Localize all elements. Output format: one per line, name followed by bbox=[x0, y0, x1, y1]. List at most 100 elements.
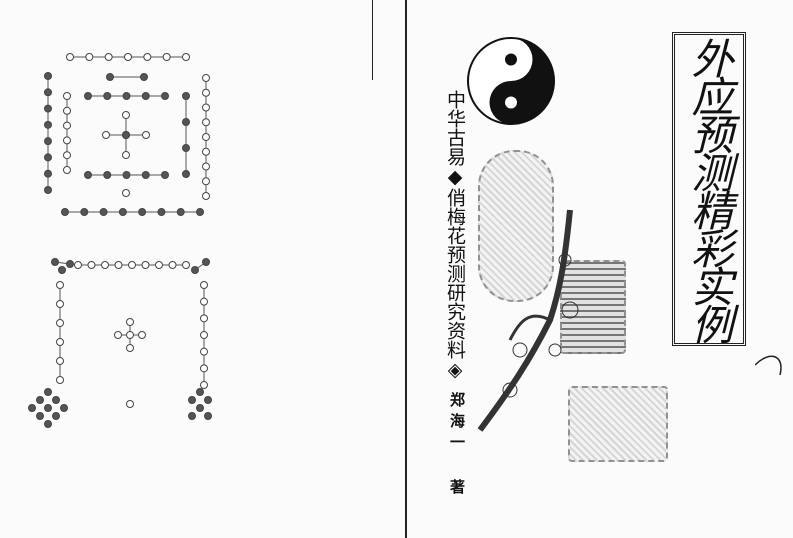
diagram-dot bbox=[122, 131, 130, 139]
diagram-dot bbox=[44, 186, 52, 194]
diagram-dot bbox=[188, 396, 196, 404]
diagram-dot bbox=[142, 131, 150, 139]
diagram-dot bbox=[63, 121, 71, 130]
diagram-dot bbox=[63, 106, 71, 115]
diagram-dot bbox=[44, 404, 52, 412]
diagram-dot bbox=[138, 331, 146, 339]
diagram-dot bbox=[63, 151, 71, 160]
diagram-dot bbox=[182, 53, 190, 61]
diagram-dot bbox=[122, 92, 131, 100]
diagram-dot bbox=[126, 344, 134, 352]
diagram-dot bbox=[58, 266, 66, 274]
diagram-dot bbox=[126, 318, 134, 326]
diagram-dot bbox=[61, 208, 69, 216]
diagram-dot bbox=[36, 412, 44, 420]
diagram-dot bbox=[200, 281, 208, 289]
diagram-dot bbox=[63, 166, 71, 174]
diagram-dot bbox=[200, 314, 208, 323]
diagram-dot bbox=[143, 53, 152, 61]
diagram-dot bbox=[52, 412, 60, 420]
diagram-dot bbox=[176, 208, 185, 216]
diagram-dot bbox=[182, 92, 190, 100]
diagram-dot bbox=[202, 162, 210, 171]
diagram-dot bbox=[103, 92, 112, 100]
diagram-dot bbox=[168, 261, 177, 269]
seal-stamp bbox=[560, 260, 626, 354]
diagram-dot bbox=[44, 104, 52, 113]
diagram-dot bbox=[44, 137, 52, 146]
diagram-dot bbox=[202, 177, 210, 186]
diagram-dot bbox=[182, 144, 190, 152]
diagram-dot bbox=[126, 331, 134, 339]
diagram-dot bbox=[141, 92, 150, 100]
diagram-dot bbox=[202, 258, 210, 266]
diagram-dot bbox=[101, 261, 109, 269]
diagram-dot bbox=[56, 300, 64, 308]
diagram-dot bbox=[161, 92, 169, 100]
diagram-dot bbox=[56, 319, 64, 327]
diagram-dot bbox=[84, 171, 92, 179]
seal-stamp bbox=[478, 150, 554, 302]
diagram-dot bbox=[204, 396, 212, 404]
diagram-dot bbox=[188, 412, 196, 420]
diagram-dot bbox=[52, 396, 60, 404]
diagram-dot bbox=[66, 260, 74, 268]
diagram-dot bbox=[56, 281, 64, 289]
luoshu-diagram bbox=[28, 258, 212, 428]
diagram-dot bbox=[122, 111, 130, 119]
page-curl bbox=[755, 355, 782, 376]
seal-stamp bbox=[568, 386, 668, 462]
diagram-dot bbox=[196, 208, 204, 216]
diagram-dot bbox=[182, 261, 190, 269]
diagram-dot bbox=[191, 266, 199, 274]
diagram-dot bbox=[200, 364, 208, 373]
diagram-dot bbox=[204, 412, 212, 420]
diagram-dot bbox=[102, 131, 110, 139]
diagram-dot bbox=[104, 53, 113, 61]
diagram-dot bbox=[200, 297, 208, 306]
diagram-dot bbox=[124, 53, 132, 61]
diagram-dot bbox=[56, 338, 64, 346]
diagram-dot bbox=[202, 192, 210, 200]
diagram-dot bbox=[44, 153, 52, 162]
plum-branch-icon bbox=[477, 209, 579, 432]
diagram-dot bbox=[202, 103, 210, 112]
diagram-dot bbox=[60, 404, 68, 412]
diagram-dot bbox=[128, 261, 136, 269]
diagram-dot bbox=[118, 208, 127, 216]
diagram-dot bbox=[200, 381, 208, 389]
diagram-dot bbox=[200, 347, 208, 356]
hetu-diagram bbox=[44, 53, 210, 216]
diagram-dot bbox=[161, 171, 169, 179]
diagram-dot bbox=[182, 118, 190, 126]
diagram-dot bbox=[114, 331, 122, 339]
diagram-dot bbox=[202, 147, 210, 156]
diagram-dot bbox=[44, 388, 52, 396]
diagram-dot bbox=[44, 88, 52, 97]
diagram-dot bbox=[74, 261, 82, 269]
spine-line bbox=[372, 0, 373, 80]
diagram-dot bbox=[66, 53, 74, 61]
spine-line bbox=[405, 0, 407, 538]
diagram-dot bbox=[182, 170, 190, 178]
diagram-dot bbox=[51, 258, 59, 266]
back-cover-diagrams bbox=[28, 53, 212, 428]
title-box: 外应预测精彩实例 bbox=[672, 32, 746, 346]
diagram-dot bbox=[28, 404, 36, 412]
diagram-dot bbox=[36, 396, 44, 404]
diagram-dot bbox=[126, 400, 134, 408]
diagram-dot bbox=[56, 376, 64, 384]
diagram-dot bbox=[103, 171, 112, 179]
series-name: 中华古易◆俏梅花预测研究资料◈ bbox=[444, 90, 466, 381]
diagram-dot bbox=[84, 92, 92, 100]
diagram-dot bbox=[44, 420, 52, 428]
diagram-dot bbox=[63, 136, 71, 145]
diagram-dot bbox=[56, 357, 64, 365]
diagram-dot bbox=[44, 72, 52, 80]
diagram-dot bbox=[141, 171, 150, 179]
diagram-dot bbox=[196, 404, 204, 412]
diagram-dot bbox=[122, 171, 131, 179]
diagram-dot bbox=[202, 118, 210, 127]
diagram-dot bbox=[141, 261, 150, 269]
diagram-dot bbox=[80, 208, 89, 216]
